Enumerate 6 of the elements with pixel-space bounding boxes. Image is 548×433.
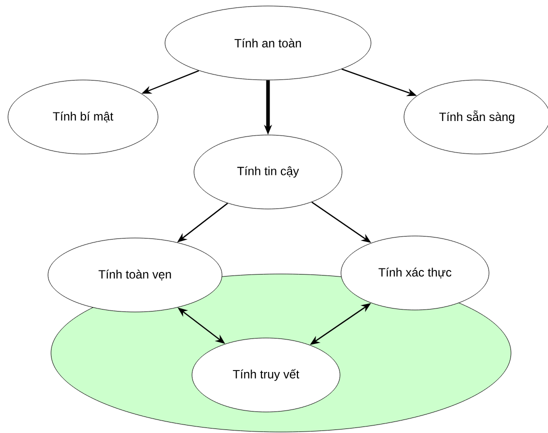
ellipse-node: Tính xác thực [340, 236, 490, 310]
ellipse-node: Tính toàn vẹn [48, 238, 222, 312]
ellipse-node: Tính truy vết [192, 338, 340, 412]
ellipse-node: Tính an toàn [164, 6, 372, 80]
ellipse-node: Tính bí mật [8, 80, 158, 154]
ellipse-node: Tính tin cậy [194, 134, 342, 210]
